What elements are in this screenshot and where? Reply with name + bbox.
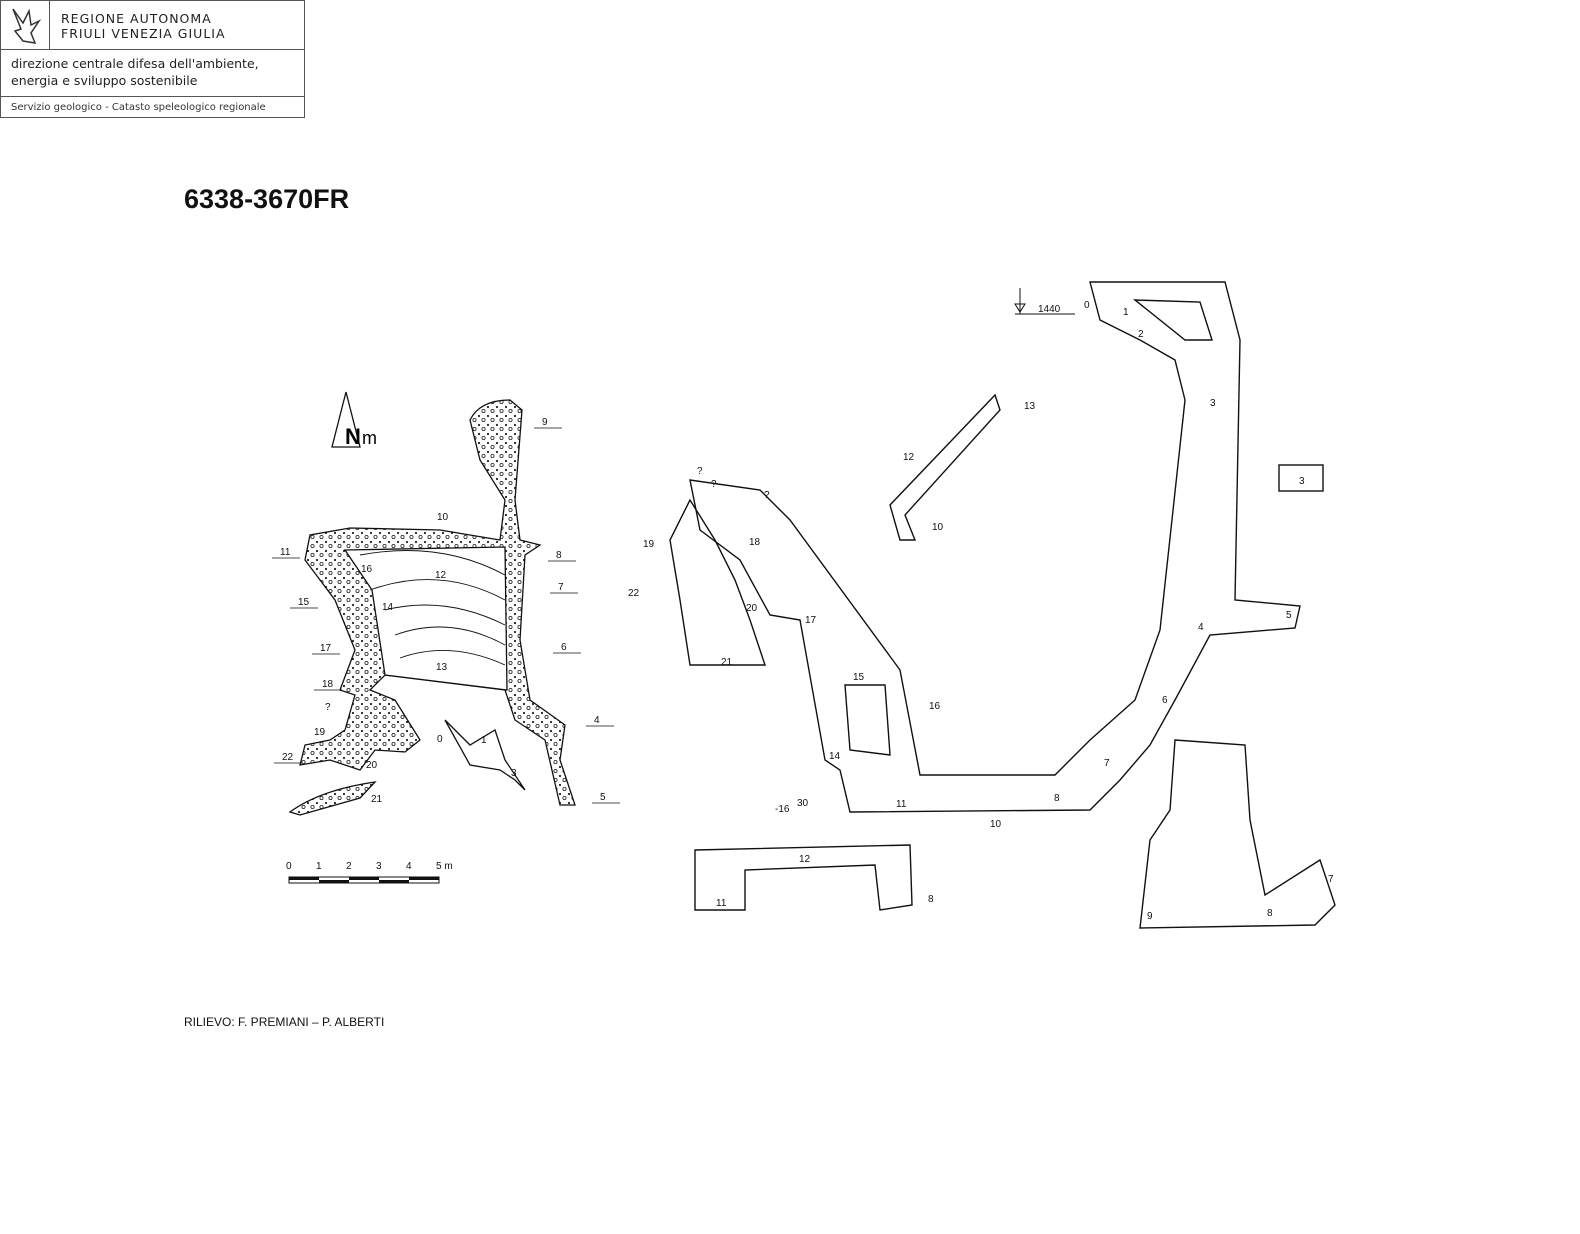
station-label: 11 [896,799,907,810]
station-label: 8 [556,550,562,561]
station-label: ? [711,479,717,490]
station-label: 21 [721,657,733,668]
org-line-1: REGIONE AUTONOMA [61,11,212,26]
station-label: 16 [929,701,941,712]
station-label: 10 [437,512,449,523]
station-label: 12 [435,570,447,581]
station-label: 3 [1299,476,1305,487]
station-label: 7 [1328,874,1334,885]
station-label: 22 [628,588,640,599]
eagle-logo-icon [1,1,50,49]
station-label: 1 [481,735,487,746]
cave-code-title: 6338-3670FR [184,184,350,214]
station-label: 10 [990,819,1002,830]
station-label: 4 [1198,622,1204,633]
station-label: ? [697,466,703,477]
station-label: 5 [600,792,606,803]
station-label: 5 [1286,610,1292,621]
station-label: 17 [805,615,817,626]
station-label: 3 [1210,398,1216,409]
station-label: 15 [298,597,310,608]
north-suffix: m [362,428,377,448]
station-label: 4 [594,715,600,726]
station-label: 12 [903,452,915,463]
station-label: 18 [749,537,761,548]
station-label: 14 [382,602,394,613]
entrance-marker-icon [1014,288,1075,315]
cave-plan-view [288,399,576,816]
station-label: 0 [437,734,443,745]
station-label: 20 [746,603,758,614]
institution-header: REGIONE AUTONOMA FRIULI VENEZIA GIULIA D… [0,0,305,118]
station-label: 10 [932,522,944,533]
station-label: 19 [643,539,655,550]
station-label: 15 [853,672,865,683]
scale-tick-label: 0 [286,861,292,872]
station-label: ? [764,490,770,501]
station-label: 14 [829,751,841,762]
scale-tick-label: 4 [406,861,412,872]
station-label: 30 [797,798,809,809]
org-line-2: FRIULI VENEZIA GIULIA [61,26,226,41]
station-label: 13 [436,662,448,673]
station-label: 12 [799,854,811,865]
north-letter: N [345,424,361,449]
station-label: 6 [561,642,567,653]
station-label: 8 [1054,793,1060,804]
station-label: 16 [361,564,373,575]
station-label: 8 [1267,908,1273,919]
directorate-line-2: ENERGIA E SVILUPPO SOSTENIBILE [11,73,198,88]
station-label: 17 [320,643,332,654]
contour-lines [359,550,506,666]
scale-tick-label: 3 [376,861,382,872]
station-label: 18 [322,679,334,690]
station-label: 9 [1147,911,1153,922]
station-label: 13 [1024,401,1036,412]
station-label: 1 [1123,307,1129,318]
directorate-line-1: DIREZIONE CENTRALE DIFESA DELL'AMBIENTE, [11,56,259,71]
station-label: 7 [558,582,564,593]
north-arrow-icon: N m [331,391,377,449]
station-label: 9 [542,417,548,428]
station-label: 8 [928,894,934,905]
station-label: 7 [1104,758,1110,769]
cave-section-view [669,281,1336,929]
station-label: 6 [1162,695,1168,706]
station-label: 2 [1138,329,1144,340]
station-label: 19 [314,727,326,738]
station-label: 0 [1084,300,1090,311]
scale-tick-label: 2 [346,861,352,872]
header-top: REGIONE AUTONOMA FRIULI VENEZIA GIULIA [1,1,304,50]
station-label: ? [325,702,331,713]
station-label: 11 [716,898,727,909]
scale-tick-label: 5 m [436,861,453,872]
station-label: -16 [775,804,790,815]
station-label: 11 [280,547,291,558]
station-label: 20 [366,760,378,771]
station-label: 1440 [1038,304,1061,315]
station-label: 22 [282,752,294,763]
scale-bar: 0 1 2 3 4 5 m [286,861,453,884]
service-name: Servizio geologico - Catasto speleologic… [1,96,304,113]
station-label: 21 [371,794,383,805]
station-label: 3 [511,768,517,779]
scale-tick-label: 1 [316,861,322,872]
survey-credit: RILIEVO: F. PREMIANI – P. ALBERTI [184,1015,385,1029]
